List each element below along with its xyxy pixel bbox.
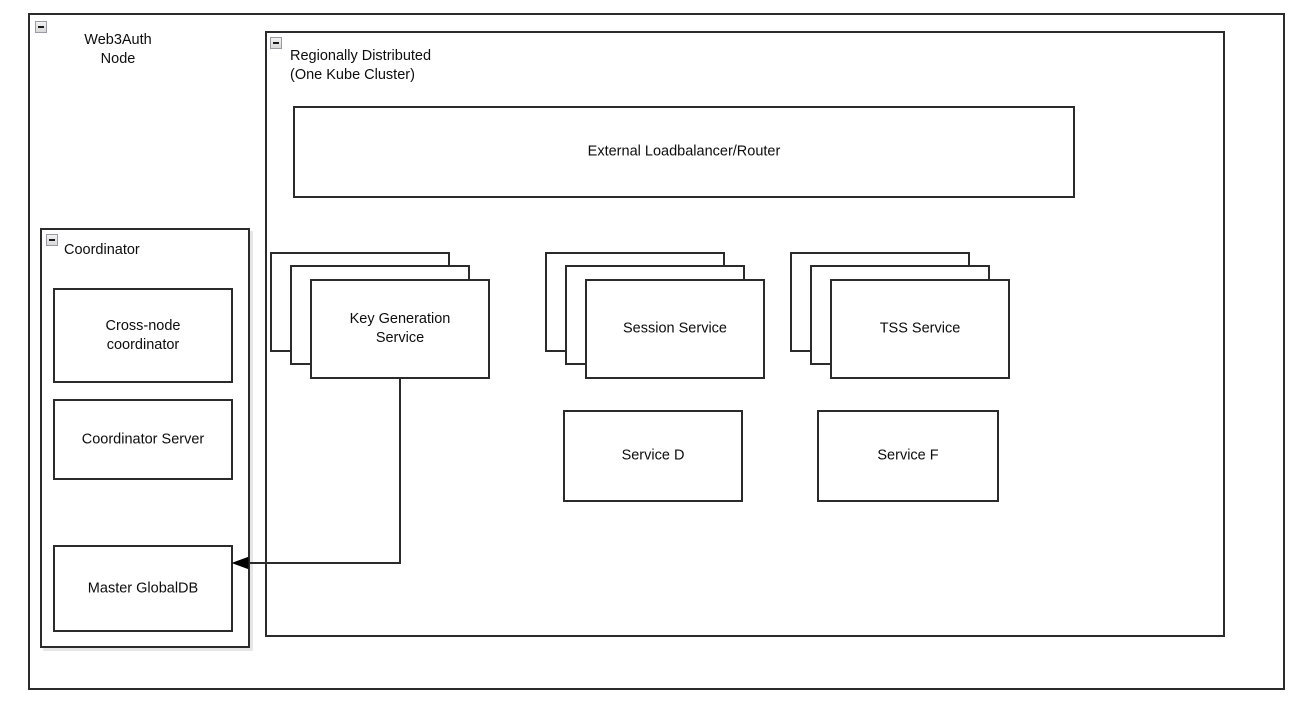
node-label-external-loadbalancer: External Loadbalancer/Router <box>587 143 781 160</box>
node-label-service-d: Service D <box>621 447 685 464</box>
node-label-session-service: Session Service <box>623 320 727 337</box>
container-title-coordinator: Coordinator <box>64 242 140 258</box>
node-label-cross-node-coordinator: Cross-node coordinator <box>105 317 181 353</box>
node-label-service-f: Service F <box>877 447 939 464</box>
node-service-d[interactable]: Service D <box>563 410 743 502</box>
node-master-globaldb[interactable]: Master GlobalDB <box>53 545 233 632</box>
node-label-master-globaldb: Master GlobalDB <box>87 580 199 596</box>
stack-key-generation-service[interactable]: Key Generation Service <box>270 252 490 379</box>
stack-session-service[interactable]: Session Service <box>545 252 765 379</box>
collapse-minus-icon-kube-cluster[interactable] <box>270 37 282 49</box>
collapse-minus-icon-coordinator[interactable] <box>46 234 58 246</box>
node-key-generation-service[interactable]: Key Generation Service <box>310 279 490 379</box>
node-coordinator-server[interactable]: Coordinator Server <box>53 399 233 480</box>
node-service-f[interactable]: Service F <box>817 410 999 502</box>
node-session-service[interactable]: Session Service <box>585 279 765 379</box>
node-label-tss-service: TSS Service <box>879 320 961 337</box>
container-title-kube-cluster: Regionally Distributed (One Kube Cluster… <box>290 48 432 83</box>
node-label-key-generation-service: Key Generation Service <box>349 311 451 346</box>
collapse-minus-icon-web3auth-node[interactable] <box>35 21 47 33</box>
node-tss-service[interactable]: TSS Service <box>830 279 1010 379</box>
node-label-coordinator-server: Coordinator Server <box>81 431 205 447</box>
node-external-loadbalancer[interactable]: External Loadbalancer/Router <box>293 106 1075 198</box>
stack-tss-service[interactable]: TSS Service <box>790 252 1010 379</box>
node-cross-node-coordinator[interactable]: Cross-node coordinator <box>53 288 233 383</box>
container-title-web3auth-node: Web3Auth Node <box>84 32 152 67</box>
